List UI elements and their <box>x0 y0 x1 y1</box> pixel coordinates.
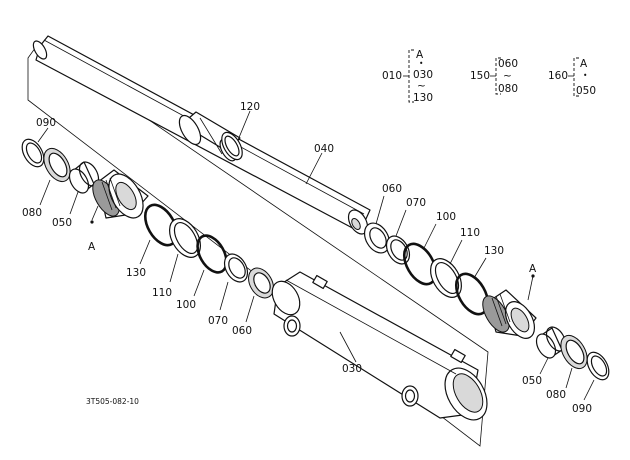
label-070-left: 070 <box>208 315 228 327</box>
svg-text:•: • <box>419 59 423 68</box>
ring-090-left[interactable] <box>18 136 49 171</box>
ring-080-right[interactable] <box>555 331 592 373</box>
legend-160-top: A <box>580 58 588 70</box>
oring-130-left[interactable] <box>139 199 184 250</box>
label-080-left: 080 <box>22 207 42 219</box>
label-a-right: A <box>529 263 537 275</box>
leader-a-right <box>527 275 534 301</box>
piston-right[interactable] <box>477 289 540 343</box>
label-130-left: 130 <box>126 267 146 279</box>
legend-010-mid: 030 <box>413 69 433 81</box>
legend-150-code: 150 <box>470 70 490 82</box>
legend-010-code: 010 <box>382 70 402 82</box>
ring-080-left[interactable] <box>38 144 75 186</box>
legend-010-tilde: ~ <box>417 80 426 92</box>
label-110-right: 110 <box>460 227 480 239</box>
legend-010: 010 A • 030 ~ 130 <box>382 49 433 104</box>
oring-100-right[interactable] <box>398 238 443 289</box>
label-060-right: 060 <box>382 183 402 195</box>
ring-070-left[interactable] <box>220 250 252 286</box>
svg-text:•: • <box>583 71 587 80</box>
oring-130-right[interactable] <box>450 268 495 319</box>
label-040: 040 <box>314 143 334 155</box>
ring-060-left[interactable] <box>243 264 278 303</box>
label-110-left: 110 <box>152 287 172 299</box>
label-130-right: 130 <box>484 245 504 257</box>
legend-160-code: 160 <box>548 70 568 82</box>
ring-110-right[interactable] <box>424 253 468 302</box>
ring-110-left[interactable] <box>163 213 207 262</box>
label-030: 030 <box>342 363 362 375</box>
label-100-right: 100 <box>436 211 456 223</box>
label-080-right: 080 <box>546 389 566 401</box>
label-050-right: 050 <box>522 375 542 387</box>
label-100-left: 100 <box>176 299 196 311</box>
legend-010-bottom: 130 <box>413 92 433 104</box>
leader-lines <box>37 110 595 401</box>
label-a-left: A <box>88 241 96 253</box>
oring-100-left[interactable] <box>192 231 233 278</box>
label-060-left: 060 <box>232 325 252 337</box>
legend-160-bottom: 050 <box>576 85 596 97</box>
drawing-id: 3T505-082-10 <box>86 397 139 406</box>
legend-160: 160 A • 050 <box>548 57 596 97</box>
label-050-left: 050 <box>52 217 72 229</box>
legend-010-top: A <box>416 49 424 61</box>
label-070-right: 070 <box>406 197 426 209</box>
legend-150-bottom: 080 <box>498 83 518 95</box>
piston-left[interactable] <box>87 168 150 224</box>
point-a-left <box>90 220 94 224</box>
point-a-right <box>531 274 535 278</box>
rod-ring-120[interactable] <box>218 129 247 163</box>
ring-090-right[interactable] <box>583 349 614 384</box>
ring-060-right[interactable] <box>359 219 394 258</box>
piston-rod[interactable] <box>31 35 372 237</box>
leader-a-left <box>91 205 99 221</box>
legend-150-tilde: ~ <box>503 70 512 82</box>
legend-150: 150 060 ~ 080 <box>470 57 518 95</box>
cylinder-tube[interactable] <box>267 271 496 427</box>
label-120: 120 <box>240 101 260 113</box>
legend-150-top: 060 <box>498 58 518 70</box>
bushing-050-right[interactable] <box>533 324 570 362</box>
label-090-right: 090 <box>572 403 592 415</box>
label-090-left: 090 <box>36 117 56 129</box>
